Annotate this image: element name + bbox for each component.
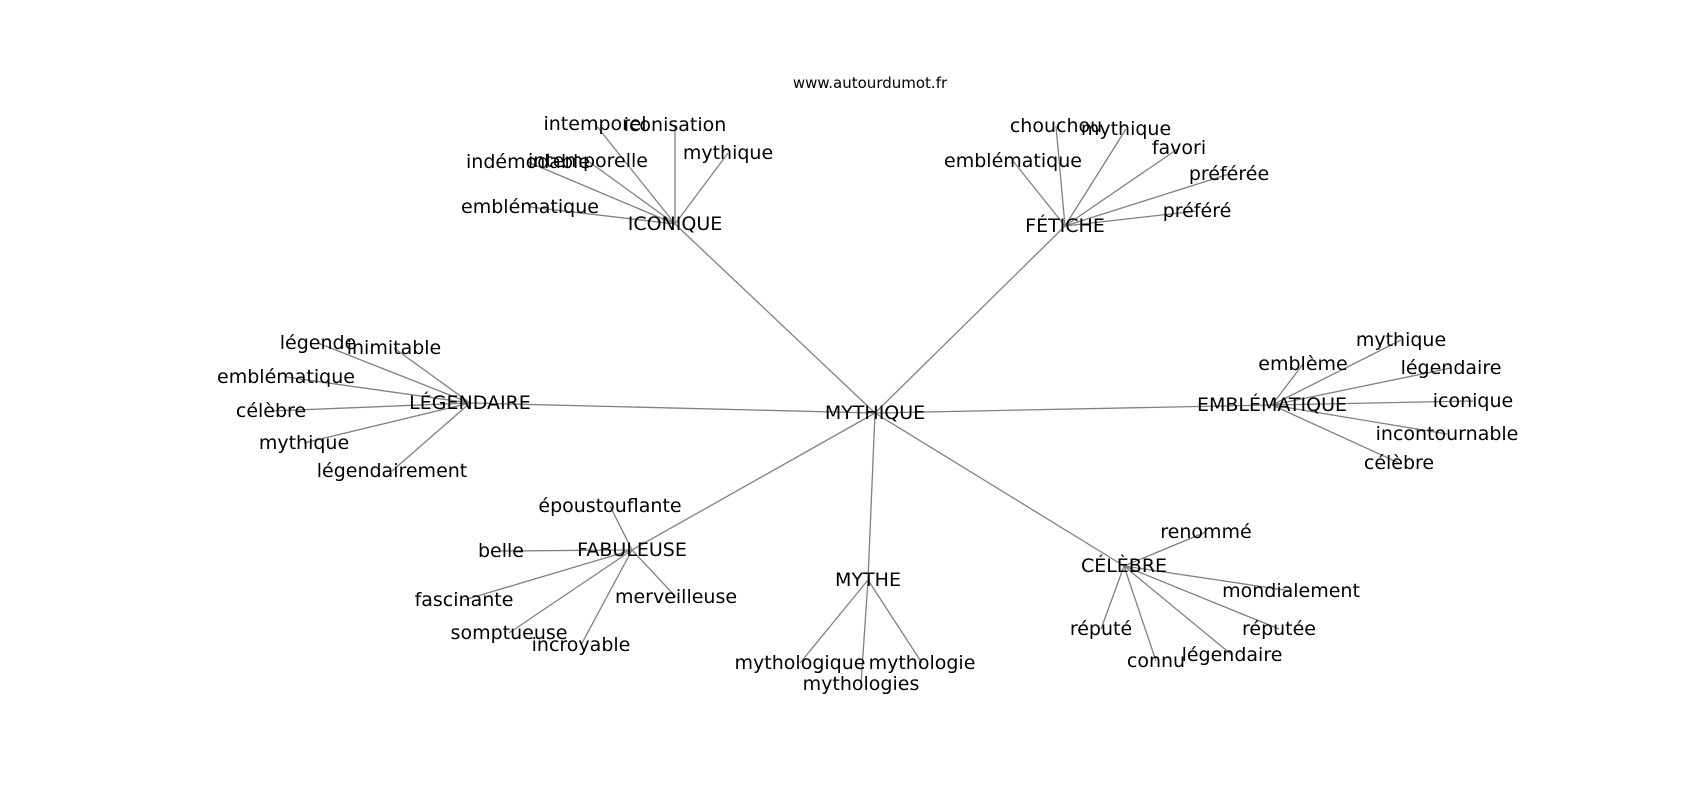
- edge-fabuleuse-epoustouflante: [609, 505, 633, 551]
- leaf-node-mythologique: mythologique: [735, 652, 866, 674]
- edge-center-fetiche: [874, 225, 1066, 414]
- leaf-node-mythique: mythique: [1356, 329, 1446, 351]
- hub-node-celebre: CÉLÈBRE: [1081, 554, 1167, 577]
- leaf-node-celebre: célèbre: [236, 400, 306, 422]
- edge-legendaire-mythique: [303, 402, 471, 444]
- edge-center-mythe: [867, 412, 876, 581]
- leaf-node-mondialement: mondialement: [1222, 580, 1360, 602]
- edge-fetiche-favori: [1064, 147, 1180, 227]
- leaf-node-chouchou: chouchou: [1010, 115, 1102, 137]
- edge-fetiche-mythique: [1064, 128, 1127, 227]
- leaf-node-fascinante: fascinante: [415, 589, 514, 611]
- leaf-node-emblematique: emblématique: [944, 150, 1082, 172]
- leaf-node-iconique: iconique: [1433, 390, 1513, 412]
- edge-fabuleuse-fascinante: [463, 549, 633, 601]
- edge-legendaire-inimitable: [393, 347, 471, 404]
- leaf-node-belle: belle: [478, 540, 524, 562]
- edge-emblematique-legendaire: [1271, 367, 1452, 406]
- leaf-node-iconisation: iconisation: [624, 114, 727, 136]
- edge-mythe-mythologies: [860, 579, 869, 685]
- edge-fabuleuse-belle: [500, 549, 633, 552]
- leaf-node-incontournable: incontournable: [1376, 423, 1519, 445]
- leaf-node-intemporel: intemporel: [543, 113, 646, 135]
- edge-center-emblematique: [874, 404, 1273, 414]
- hub-node-fetiche: FÉTICHE: [1025, 214, 1105, 237]
- leaf-node-somptueuse: somptueuse: [451, 622, 568, 644]
- leaf-node-mythologie: mythologie: [869, 652, 976, 674]
- edge-mythe-mythologique: [799, 579, 869, 664]
- leaf-node-intemporelle: intemporelle: [528, 150, 648, 172]
- edge-emblematique-mythique: [1271, 339, 1402, 406]
- leaf-node-mythique: mythique: [259, 432, 349, 454]
- leaf-node-legendaire: légendaire: [1401, 357, 1502, 379]
- leaf-node-epoustouflante: époustouflante: [538, 495, 681, 517]
- leaf-node-merveilleuse: merveilleuse: [615, 586, 737, 608]
- edge-emblematique-iconique: [1271, 400, 1474, 406]
- leaf-node-reputee: réputée: [1242, 618, 1316, 640]
- edges-layer: [270, 123, 1474, 685]
- edge-celebre-reputee: [1123, 565, 1280, 630]
- leaf-node-mythique: mythique: [683, 142, 773, 164]
- leaf-node-indemodable: indémodable: [466, 151, 590, 173]
- edge-fetiche-chouchou: [1055, 125, 1066, 227]
- leaf-node-incroyable: incroyable: [532, 634, 631, 656]
- leaf-node-prefere: préféré: [1163, 200, 1232, 222]
- leaf-node-repute: réputé: [1070, 618, 1132, 640]
- edge-center-iconique: [674, 223, 876, 414]
- edge-iconique-intemporelle: [587, 160, 676, 225]
- leaf-node-mythologies: mythologies: [803, 673, 920, 695]
- edge-center-fabuleuse: [631, 412, 876, 551]
- edge-legendaire-celebre: [270, 402, 471, 412]
- edge-celebre-mondialement: [1123, 565, 1292, 592]
- edge-celebre-legendaire: [1123, 565, 1233, 656]
- leaf-node-emblematique: emblématique: [461, 196, 599, 218]
- leaf-node-embleme: emblème: [1258, 353, 1347, 375]
- source-url: www.autourdumot.fr: [793, 74, 948, 92]
- edge-emblematique-incontournable: [1271, 404, 1448, 435]
- edge-fabuleuse-merveilleuse: [631, 549, 677, 598]
- leaf-node-legendairement: légendairement: [317, 460, 468, 482]
- edge-legendaire-emblematique: [285, 376, 471, 404]
- edge-fetiche-emblematique: [1012, 160, 1066, 227]
- leaf-node-legende: légende: [280, 332, 357, 354]
- edge-center-legendaire: [469, 402, 876, 414]
- edge-emblematique-celebre: [1271, 404, 1400, 464]
- leaf-node-favori: favori: [1152, 137, 1206, 159]
- leaf-node-preferee: préférée: [1189, 163, 1269, 185]
- edge-emblematique-embleme: [1271, 363, 1304, 406]
- edge-legendaire-legendairement: [391, 402, 471, 472]
- edge-celebre-renomme: [1123, 531, 1207, 567]
- leaf-node-renomme: renommé: [1160, 521, 1251, 543]
- edge-iconique-emblematique: [529, 206, 676, 225]
- hub-node-legendaire: LÉGENDAIRE: [409, 391, 531, 414]
- leaf-node-emblematique: emblématique: [217, 366, 355, 388]
- edge-iconique-mythique: [674, 152, 729, 225]
- edge-celebre-connu: [1123, 565, 1157, 662]
- edge-center-celebre: [874, 412, 1125, 567]
- edge-fetiche-prefere: [1064, 210, 1198, 227]
- edge-fabuleuse-somptueuse: [508, 549, 633, 634]
- hub-node-emblematique: EMBLÉMATIQUE: [1197, 393, 1347, 416]
- leaf-node-celebre: célèbre: [1364, 452, 1434, 474]
- hub-node-iconique: ICONIQUE: [628, 213, 723, 235]
- edge-iconique-intemporel: [594, 123, 676, 225]
- hub-node-fabuleuse: FABULEUSE: [577, 539, 687, 561]
- hub-node-mythe: MYTHE: [835, 569, 901, 591]
- edge-iconique-indemodable: [527, 161, 676, 225]
- center-node: MYTHIQUE: [825, 402, 925, 424]
- leaf-node-mythique: mythique: [1081, 118, 1171, 140]
- edge-mythe-mythologie: [867, 579, 923, 664]
- leaf-node-connu: connu: [1127, 650, 1185, 672]
- leaf-node-inimitable: inimitable: [347, 337, 442, 359]
- edge-fabuleuse-incroyable: [580, 549, 633, 646]
- edge-legendaire-legende: [317, 342, 471, 404]
- leaf-node-legendaire: légendaire: [1182, 644, 1283, 666]
- edge-fetiche-preferee: [1064, 173, 1230, 227]
- edge-celebre-repute: [1100, 565, 1125, 630]
